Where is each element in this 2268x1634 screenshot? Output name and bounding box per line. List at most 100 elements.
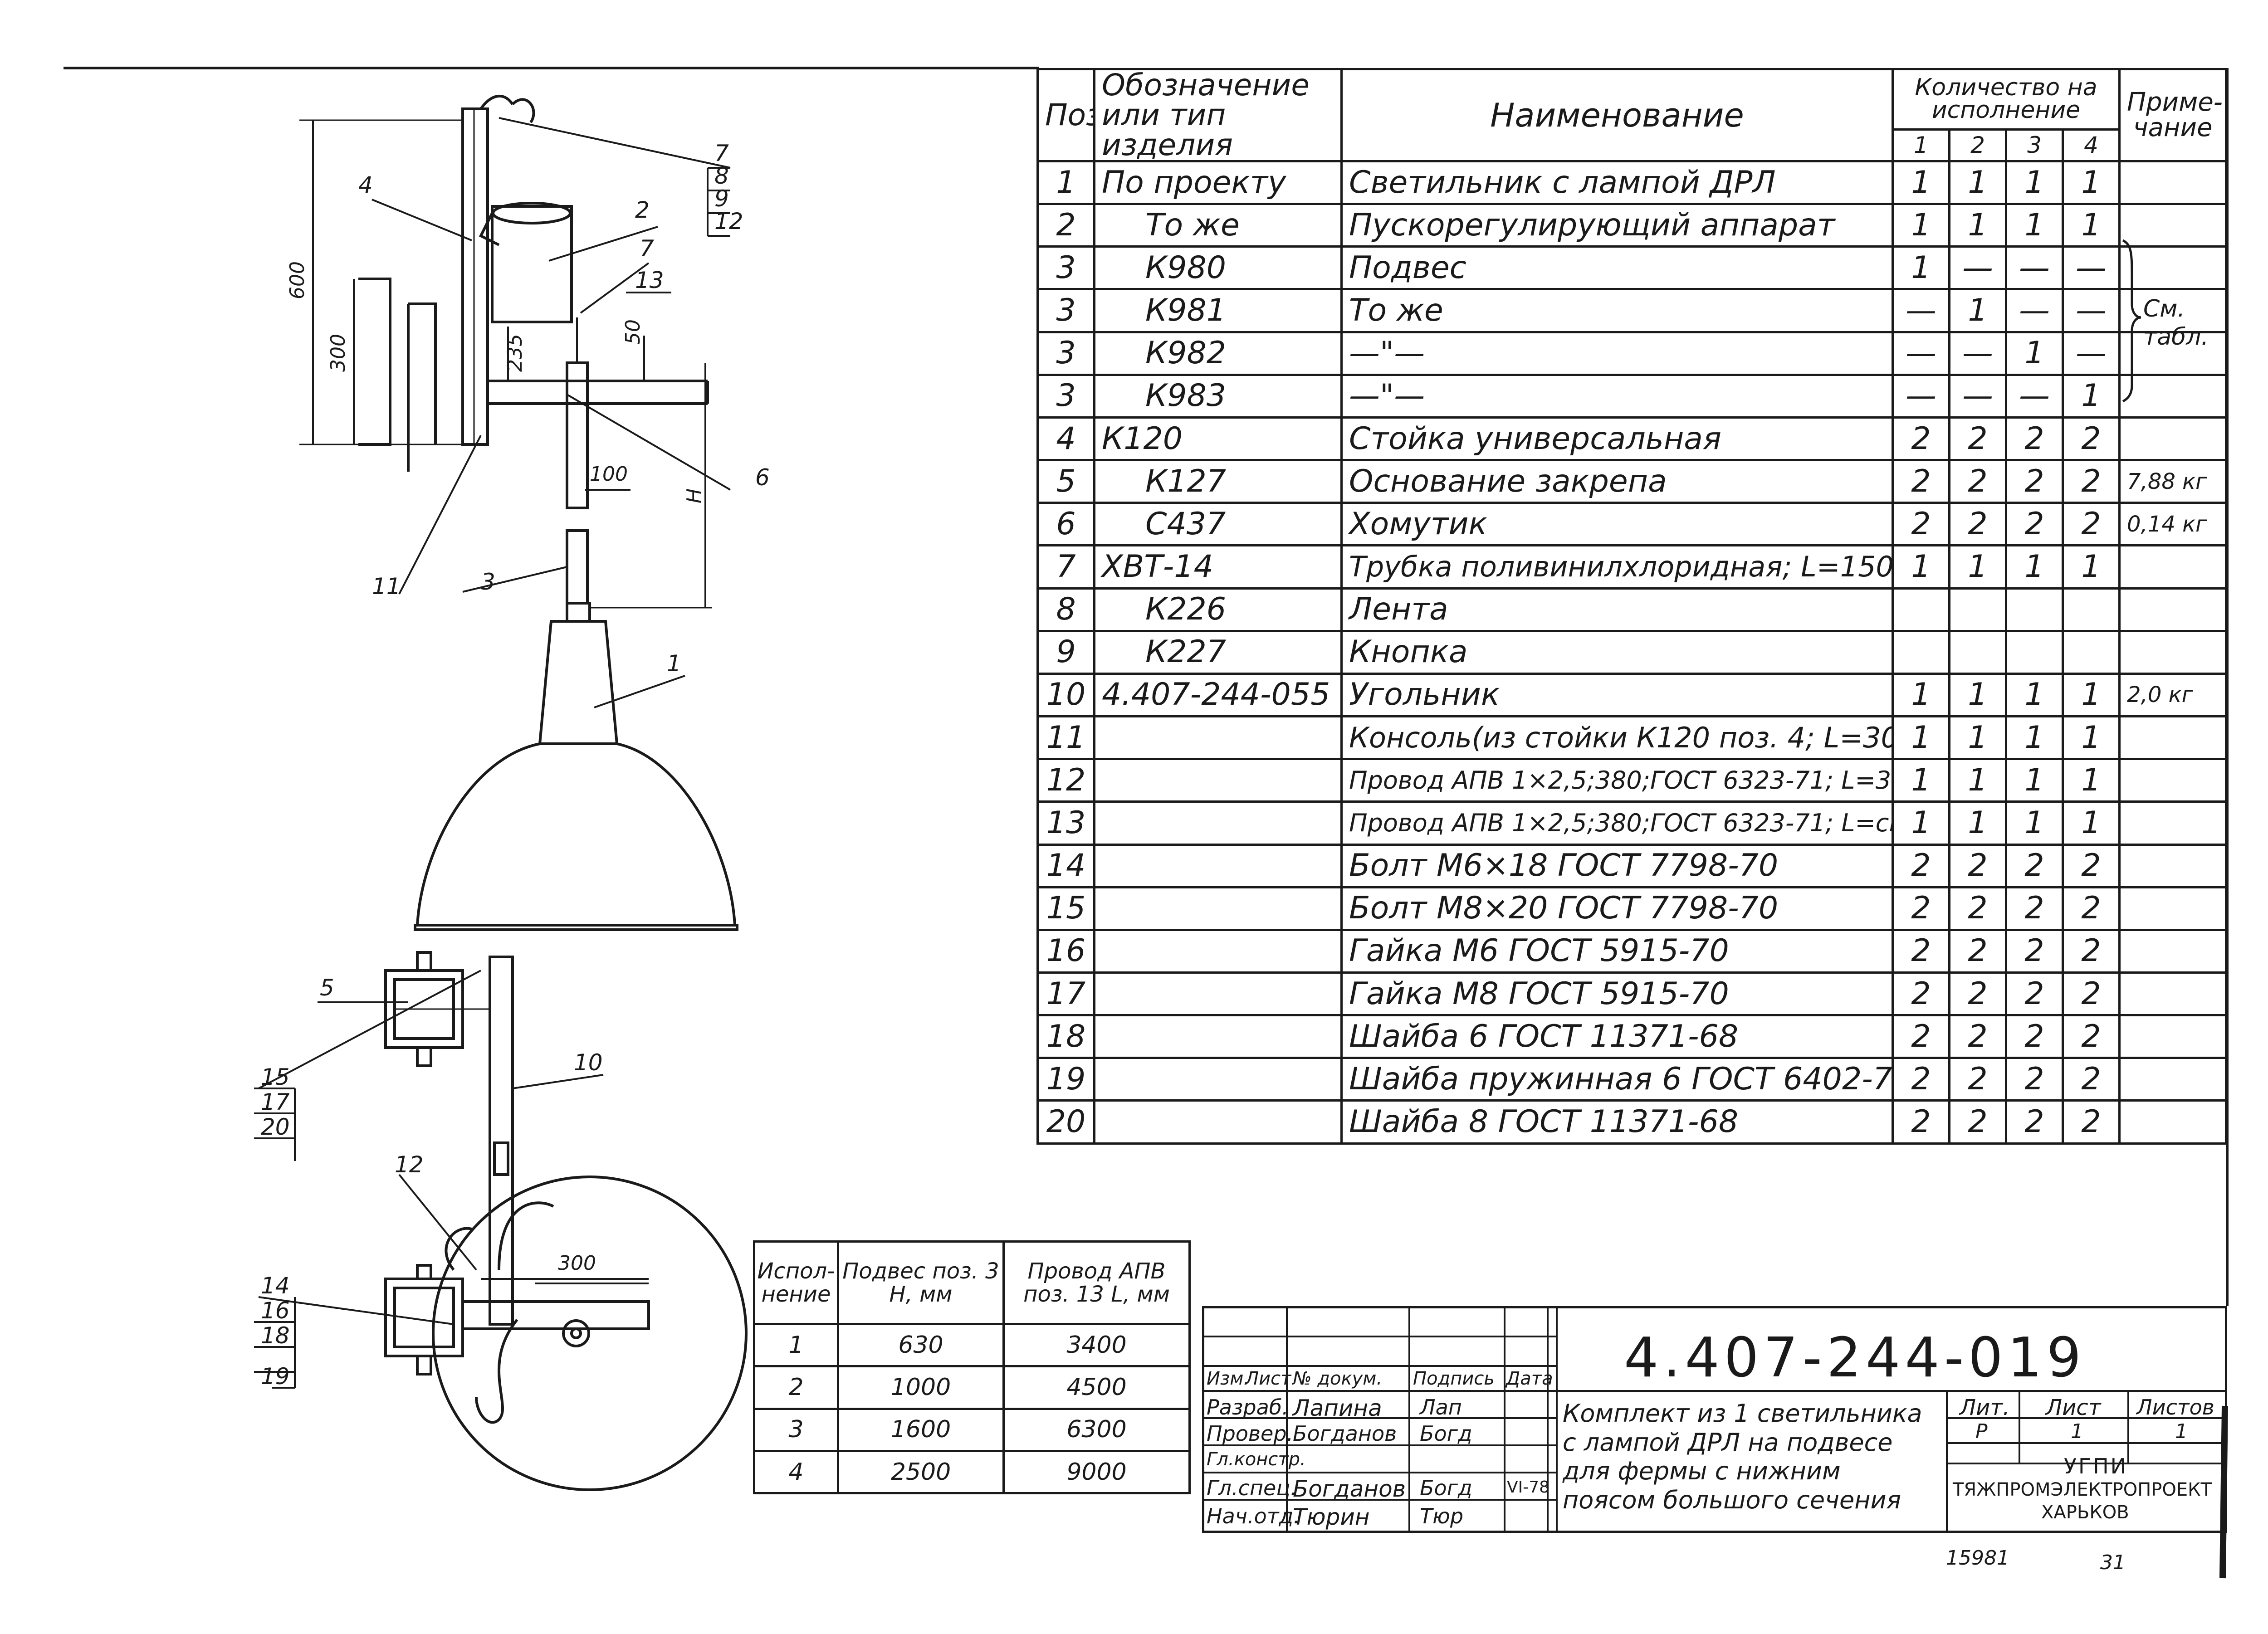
name-cell: Светильник с лампой ДРЛ (1340, 160, 1894, 205)
qty-cell: 1 (2005, 672, 2064, 718)
designation-cell: С437 (1093, 502, 1343, 547)
qty-cell: 2 (1892, 886, 1950, 931)
variant-cell: 1600 (837, 1407, 1005, 1452)
lit-label: Лит. (1960, 1395, 2010, 1420)
qty-cell: 2 (2005, 928, 2064, 974)
col-izm: Изм. (1207, 1368, 1250, 1389)
qty-cell: 2 (1948, 502, 2007, 547)
note-cell (2118, 373, 2228, 419)
note-cell (2118, 331, 2228, 376)
header-name: Наименование (1340, 68, 1894, 162)
leader-label: 17 (261, 1089, 290, 1115)
qty-cell: 1 (1892, 758, 1950, 803)
qty-cell: 2 (1948, 1014, 2007, 1059)
pos-cell: 7 (1036, 544, 1095, 590)
note-cell (2118, 288, 2228, 333)
role-sign: Лап (1420, 1395, 1462, 1419)
note-cell (2118, 715, 2228, 761)
qty-cell: 2 (1892, 843, 1950, 888)
qty-cell: 2 (1948, 928, 2007, 974)
qty-cell: 1 (1948, 672, 2007, 718)
designation-cell: ХВТ-14 (1093, 544, 1343, 590)
qty-cell: 2 (1892, 416, 1950, 462)
designation-cell (1093, 971, 1343, 1017)
qty-cell: — (1948, 373, 2007, 419)
header-pos: Поз. (1036, 68, 1095, 162)
leader-label: 18 (261, 1322, 290, 1349)
leader-label: 15 (261, 1064, 290, 1090)
designation-cell: К983 (1093, 373, 1343, 419)
note-cell (2118, 1014, 2228, 1059)
note-cell (2118, 1099, 2228, 1145)
pos-cell: 3 (1036, 288, 1095, 333)
var-header: Провод АПВ поз. 13 L, мм (1002, 1240, 1191, 1326)
note-cell (2118, 160, 2228, 205)
qty-cell: 2 (2005, 843, 2064, 888)
qty-cell: 2 (1948, 971, 2007, 1017)
qty-cell: 2 (1892, 502, 1950, 547)
note-cell (2118, 245, 2228, 291)
name-cell: Провод АПВ 1×2,5;380;ГОСТ 6323-71; L=350… (1340, 758, 1894, 803)
leader-label: 7 (714, 140, 729, 166)
qty-cell (2061, 629, 2121, 675)
qty-cell: — (1948, 245, 2007, 291)
variant-cell: 2 (753, 1365, 839, 1410)
leader-label: 14 (261, 1273, 290, 1299)
name-cell: Трубка поливинилхлоридная; L=1500 (1340, 544, 1894, 590)
variant-cell: 9000 (1002, 1449, 1191, 1495)
dim-label: 300 (558, 1252, 596, 1275)
designation-cell (1093, 843, 1343, 888)
note-cell: 7,88 кг (2118, 459, 2228, 504)
qty-cell: 1 (1892, 672, 1950, 718)
pos-cell: 6 (1036, 502, 1095, 547)
dim-label: 50 (621, 319, 645, 345)
qty-cell: 2 (1892, 928, 1950, 974)
name-cell: —"— (1340, 331, 1894, 376)
designation-cell: К982 (1093, 331, 1343, 376)
note-cell (2118, 843, 2228, 888)
name-cell: Болт М6×18 ГОСТ 7798-70 (1340, 843, 1894, 888)
qty-cell: — (2061, 288, 2121, 333)
pos-cell: 11 (1036, 715, 1095, 761)
qty-cell: — (2061, 245, 2121, 291)
qty-cell: 2 (2061, 971, 2121, 1017)
note-cell (2118, 1057, 2228, 1102)
qty-cell: 2 (2005, 1057, 2064, 1102)
header-designation: Обозначение или тип изделия (1093, 68, 1343, 162)
footer-left: 15981 (1946, 1546, 2009, 1570)
dim-label: H (683, 488, 706, 503)
pos-cell: 3 (1036, 373, 1095, 419)
qty-cell: 1 (1892, 715, 1950, 761)
pos-cell: 3 (1036, 331, 1095, 376)
qty-cell: — (2005, 288, 2064, 333)
qty-cell: 2 (1892, 1057, 1950, 1102)
qty-cell: 2 (2005, 416, 2064, 462)
qty-cell: 1 (2005, 800, 2064, 846)
qty-cell: 2 (2005, 502, 2064, 547)
leader-label: 1 (667, 650, 681, 677)
qty-cell: 2 (2005, 1099, 2064, 1145)
qty-cell: 1 (1892, 160, 1950, 205)
col-sign: Подпись (1413, 1368, 1495, 1389)
header-qty-col: 3 (2005, 128, 2064, 163)
pos-cell: 18 (1036, 1014, 1095, 1059)
qty-cell: 2 (2061, 886, 2121, 931)
name-cell: Подвес (1340, 245, 1894, 291)
variant-cell: 1 (753, 1323, 839, 1368)
role-sign: Тюр (1420, 1504, 1464, 1528)
variant-cell: 1000 (837, 1365, 1005, 1410)
qty-cell: 1 (1892, 203, 1950, 248)
qty-cell: 2 (1948, 843, 2007, 888)
leader-label: 19 (261, 1363, 290, 1390)
role-sign: Богд (1420, 1421, 1472, 1446)
name-cell: Гайка М8 ГОСТ 5915-70 (1340, 971, 1894, 1017)
